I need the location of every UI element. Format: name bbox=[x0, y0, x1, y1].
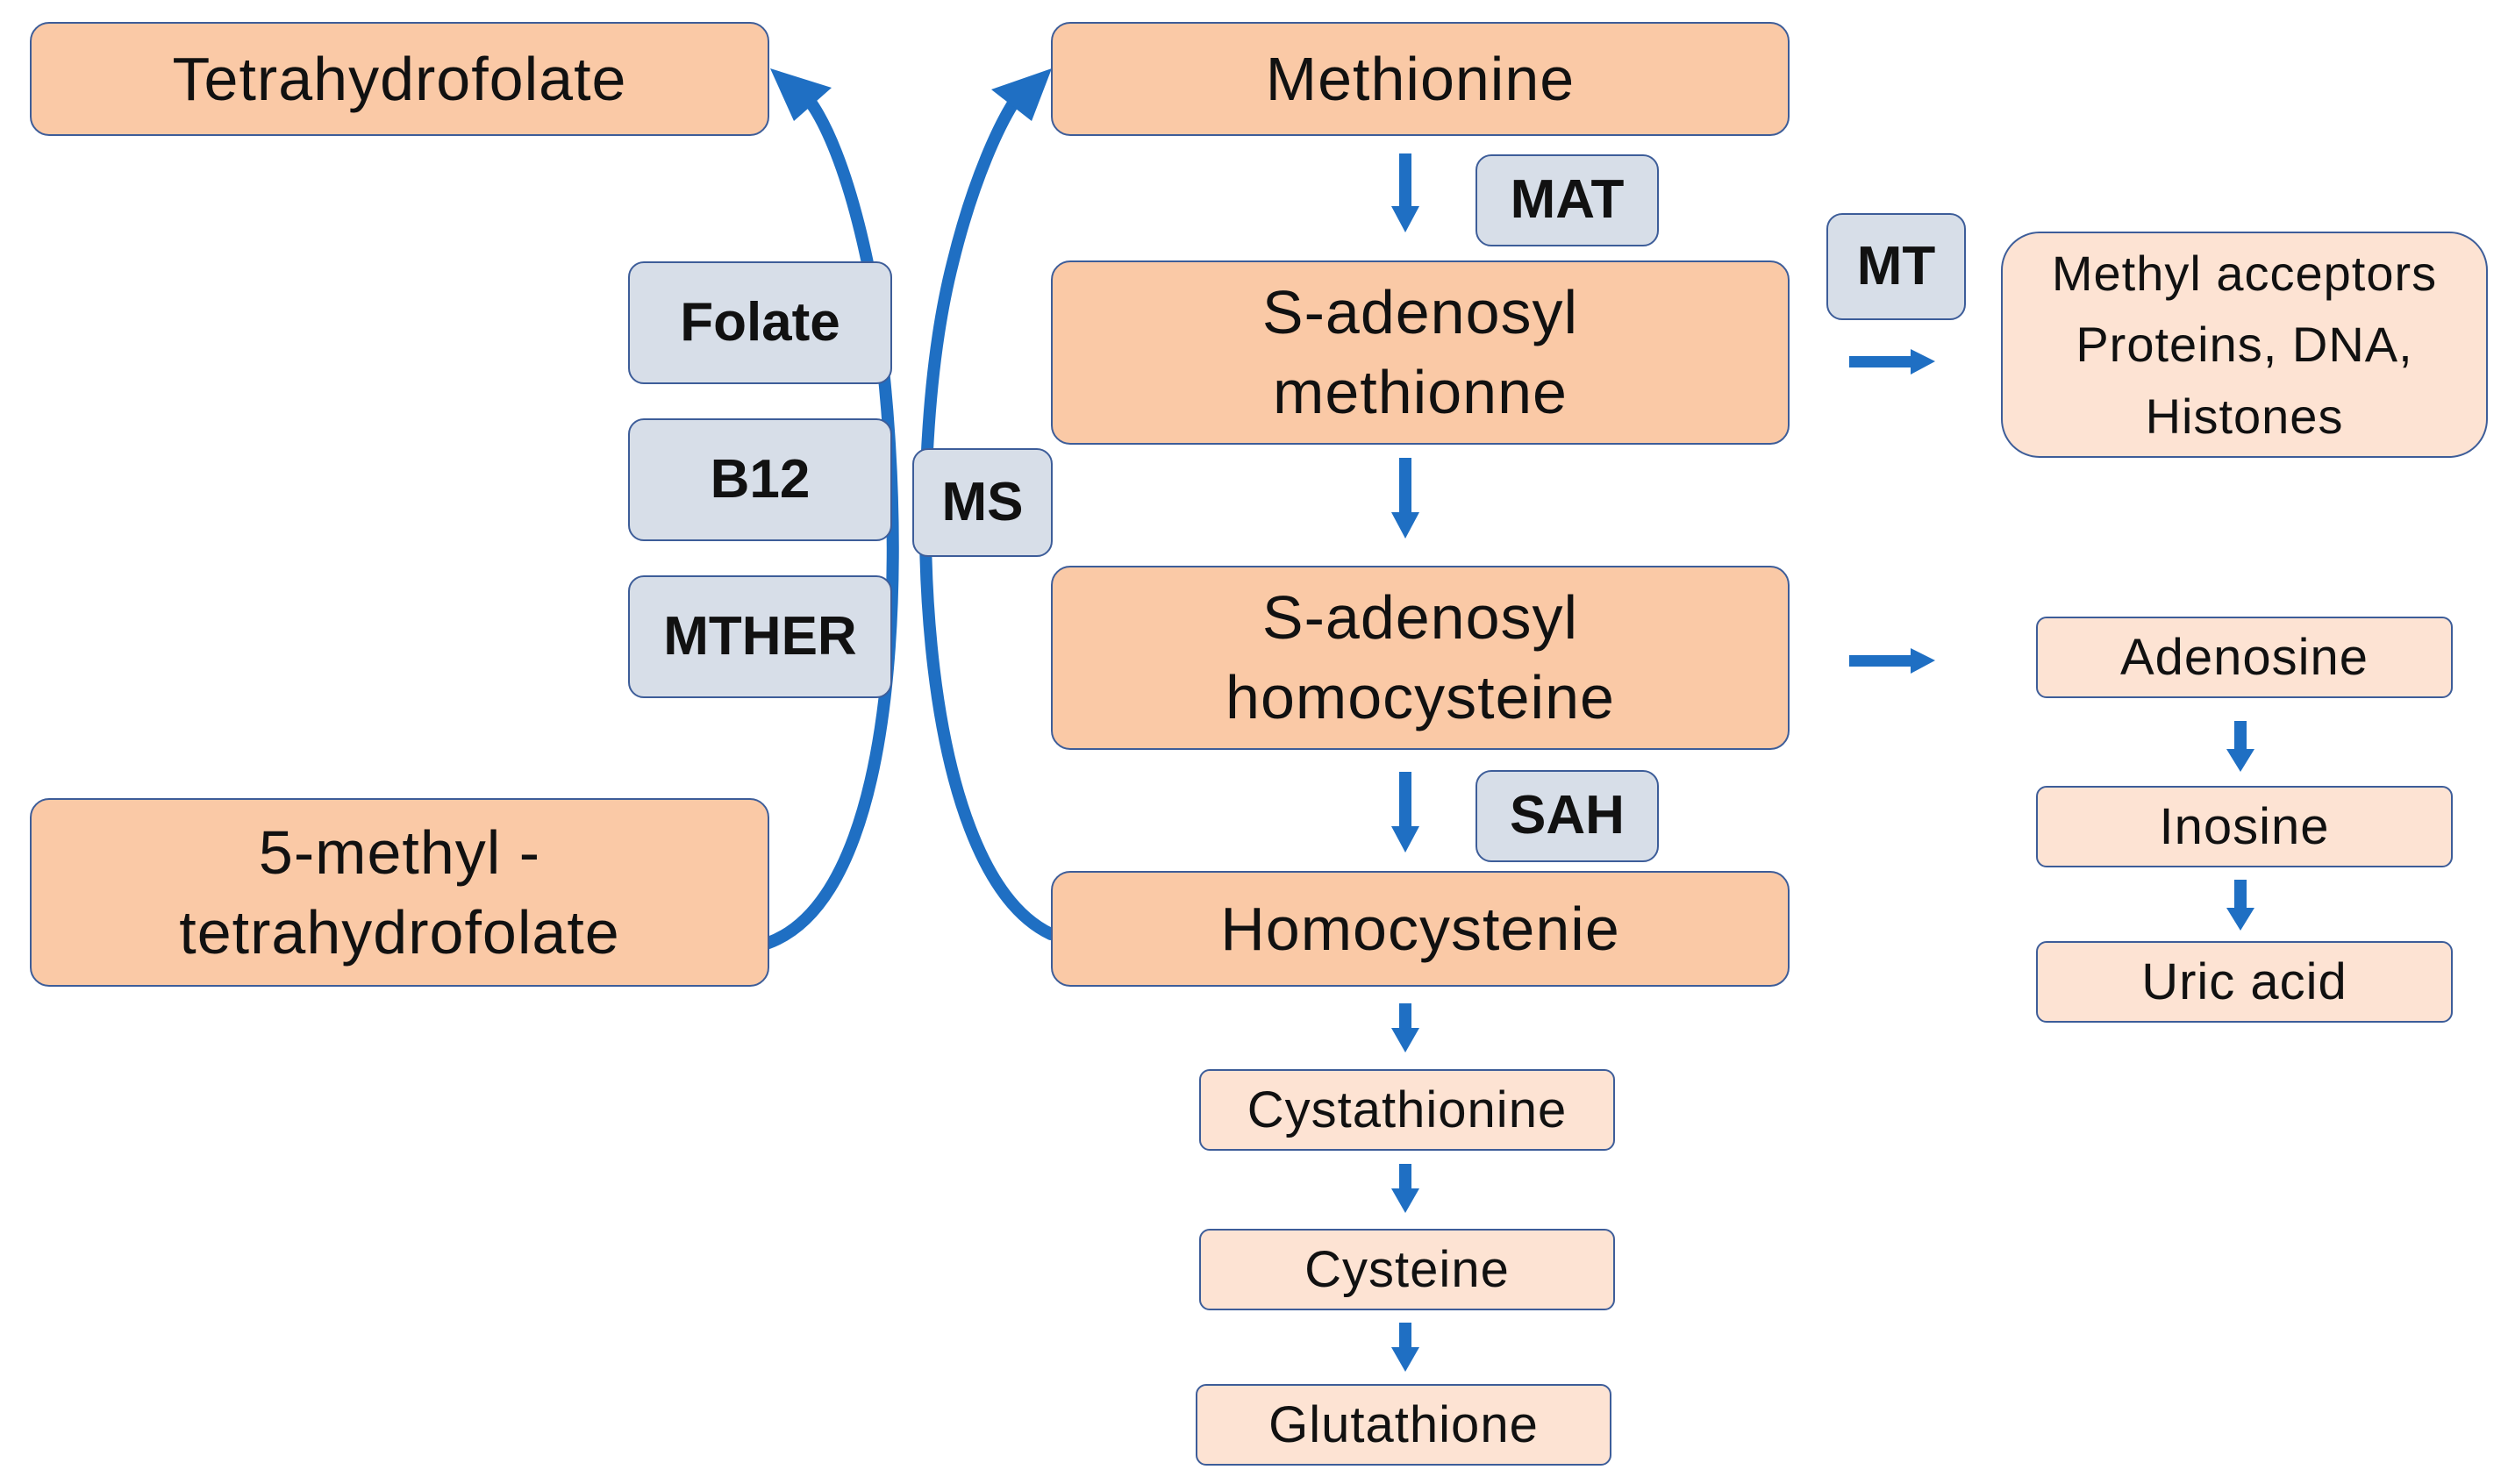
enzyme-sah: SAH bbox=[1476, 770, 1659, 862]
arrow-down-sam-sah bbox=[1391, 458, 1419, 539]
cycle-arc-right bbox=[919, 83, 1057, 940]
node-adenosine: Adenosine bbox=[2036, 617, 2453, 698]
enzyme-folate: Folate bbox=[628, 261, 892, 384]
enzyme-ms: MS bbox=[912, 448, 1053, 557]
node-5-methyl-tetrahydrofolate: 5-methyl - tetrahydrofolate bbox=[30, 798, 769, 987]
enzyme-mat: MAT bbox=[1476, 154, 1659, 246]
node-s-adenosyl-methionine-line2: methionne bbox=[1273, 358, 1568, 426]
node-glutathione: Glutathione bbox=[1196, 1384, 1611, 1466]
enzyme-b12: B12 bbox=[628, 418, 892, 541]
node-inosine: Inosine bbox=[2036, 786, 2453, 867]
node-s-adenosyl-homocysteine-line2: homocysteine bbox=[1225, 663, 1615, 731]
enzyme-mt-label: MT bbox=[1856, 235, 1936, 296]
node-uric-acid-label: Uric acid bbox=[2141, 952, 2347, 1010]
arrow-right-sah-adenosine bbox=[1849, 648, 1935, 674]
arrow-down-homocysteine-cystathionine bbox=[1391, 1003, 1419, 1052]
node-methionine-label: Methionine bbox=[1265, 44, 1576, 113]
node-cysteine-label: Cysteine bbox=[1304, 1240, 1510, 1298]
cycle-arc-left bbox=[762, 83, 899, 949]
arrow-down-adenosine-inosine bbox=[2226, 721, 2254, 772]
node-homocysteine-label: Homocystenie bbox=[1220, 894, 1620, 963]
enzyme-mt: MT bbox=[1826, 213, 1966, 320]
node-cystathionine-label: Cystathionine bbox=[1247, 1081, 1568, 1138]
arrow-down-cystathionine-cysteine bbox=[1391, 1164, 1419, 1213]
node-homocysteine: Homocystenie bbox=[1051, 871, 1790, 987]
node-inosine-label: Inosine bbox=[2159, 797, 2330, 855]
node-methyl-acceptors-line2: Proteins, DNA, bbox=[2076, 317, 2413, 373]
node-methionine: Methionine bbox=[1051, 22, 1790, 136]
node-cysteine: Cysteine bbox=[1199, 1229, 1615, 1310]
node-s-adenosyl-homocysteine: S-adenosyl homocysteine bbox=[1051, 566, 1790, 750]
node-5-methyl-tetrahydrofolate-line2: tetrahydrofolate bbox=[179, 897, 620, 967]
node-s-adenosyl-methionine-line1: S-adenosyl bbox=[1261, 278, 1579, 346]
node-tetrahydrofolate-label: Tetrahydrofolate bbox=[172, 44, 627, 113]
arrow-right-sam-methyl-acceptors bbox=[1849, 349, 1935, 375]
node-5-methyl-tetrahydrofolate-line1: 5-methyl - bbox=[258, 817, 541, 887]
cycle-arrowhead-left bbox=[770, 68, 832, 121]
node-glutathione-label: Glutathione bbox=[1268, 1395, 1539, 1453]
enzyme-mther-label: MTHER bbox=[663, 605, 857, 667]
node-uric-acid: Uric acid bbox=[2036, 941, 2453, 1023]
arrow-down-methionine-sam bbox=[1391, 153, 1419, 232]
enzyme-sah-label: SAH bbox=[1510, 785, 1625, 846]
cycle-arrowhead-right bbox=[991, 68, 1052, 121]
node-methyl-acceptors-line3: Histones bbox=[2145, 388, 2344, 444]
enzyme-mther: MTHER bbox=[628, 575, 892, 698]
node-s-adenosyl-methionine: S-adenosyl methionne bbox=[1051, 260, 1790, 445]
node-methyl-acceptors: Methyl acceptors Proteins, DNA, Histones bbox=[2001, 232, 2488, 458]
arrow-down-inosine-uric-acid bbox=[2226, 880, 2254, 931]
node-cystathionine: Cystathionine bbox=[1199, 1069, 1615, 1151]
arrow-down-cysteine-glutathione bbox=[1391, 1323, 1419, 1372]
enzyme-mat-label: MAT bbox=[1510, 169, 1625, 231]
enzyme-folate-label: Folate bbox=[680, 291, 840, 353]
enzyme-ms-label: MS bbox=[941, 471, 1024, 532]
node-s-adenosyl-homocysteine-line1: S-adenosyl bbox=[1261, 583, 1579, 652]
arrow-down-sah-homocysteine bbox=[1391, 772, 1419, 853]
node-methyl-acceptors-line1: Methyl acceptors bbox=[2051, 246, 2438, 302]
node-tetrahydrofolate: Tetrahydrofolate bbox=[30, 22, 769, 136]
node-adenosine-label: Adenosine bbox=[2119, 628, 2369, 686]
enzyme-b12-label: B12 bbox=[710, 448, 811, 510]
